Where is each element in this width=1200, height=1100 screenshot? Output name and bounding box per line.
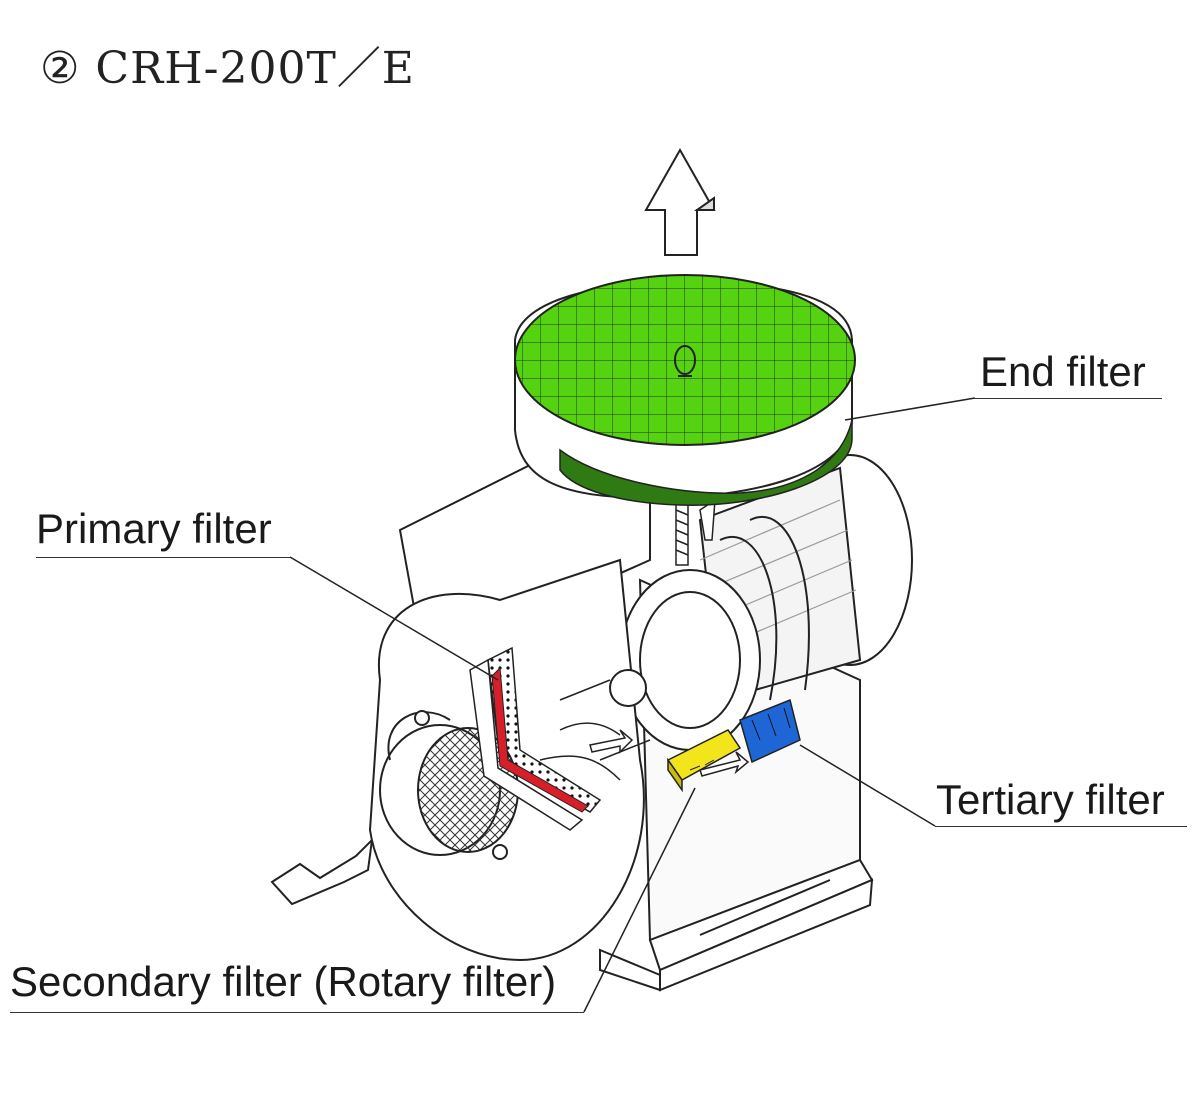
- outlet-arrow-icon: [644, 147, 716, 256]
- rotary-fan: [539, 679, 651, 781]
- secondary-filter-element: [666, 729, 742, 793]
- page-title: ② CRH-200T／E: [40, 43, 415, 94]
- end-filter-element: [514, 274, 856, 506]
- tertiary-filter-element: [739, 698, 801, 764]
- end-filter-label: End filter: [980, 348, 1146, 395]
- secondary-filter-label: Secondary filter (Rotary filter): [10, 958, 557, 1005]
- primary-filter-underline: [36, 557, 290, 558]
- secondary-filter-underline: [10, 1012, 584, 1013]
- primary-filter-element: [469, 646, 602, 831]
- airflow-arrows-icon: [589, 498, 750, 777]
- motor: [619, 454, 913, 751]
- end-filter-underline: [975, 398, 1162, 399]
- tertiary-filter-label: Tertiary filter: [936, 776, 1165, 823]
- inlet-arrow-icon: [270, 837, 374, 906]
- leader-lines: [289, 397, 976, 1013]
- primary-filter-label: Primary filter: [36, 505, 272, 552]
- tertiary-filter-underline: [935, 826, 1187, 827]
